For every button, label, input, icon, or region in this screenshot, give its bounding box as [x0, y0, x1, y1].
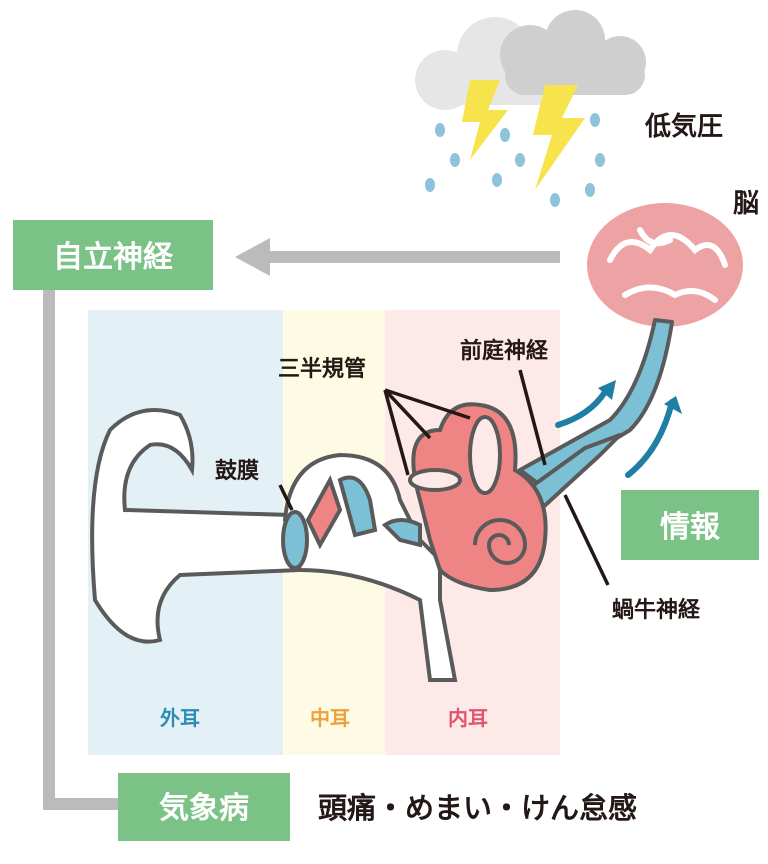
inner-ear-label: 内耳	[448, 706, 488, 730]
brain-label: 脳	[732, 189, 759, 219]
middle-ear-shape	[281, 452, 458, 682]
inner-ear-shape	[408, 402, 548, 593]
vestibular-nerve-label: 前庭神経	[460, 338, 549, 364]
information-box	[621, 490, 759, 560]
storm-cloud-icon	[415, 10, 646, 207]
outer-ear-shape	[90, 408, 303, 644]
signal-arrows-icon	[555, 389, 675, 478]
rain-drops-icon	[425, 113, 605, 207]
cochlear-nerve-label: 蝸牛神経	[612, 597, 701, 623]
eardrum-label: 鼓膜	[215, 459, 259, 484]
low-pressure-label: 低気圧	[644, 111, 723, 142]
arrow-brain-to-autonomic	[235, 238, 560, 276]
lightning-icon	[462, 80, 585, 190]
pointer-lines	[278, 369, 610, 586]
symptoms-text: 頭痛・めまい・けん怠感	[318, 791, 637, 825]
semicircular-canals-label: 三半規管	[278, 356, 366, 382]
middle-ear-label: 中耳	[310, 706, 350, 730]
autonomic-nerve-label: 自立神経	[53, 240, 174, 275]
weather-illness-box	[118, 773, 290, 841]
connector-autonomic-to-illness	[43, 290, 120, 810]
information-label: 情報	[660, 510, 721, 545]
brain-icon	[587, 203, 743, 327]
weather-illness-label: 気象病	[159, 791, 249, 826]
outer-ear-label: 外耳	[160, 706, 200, 730]
eardrum-shape	[281, 510, 309, 570]
autonomic-nerve-box	[13, 220, 213, 290]
